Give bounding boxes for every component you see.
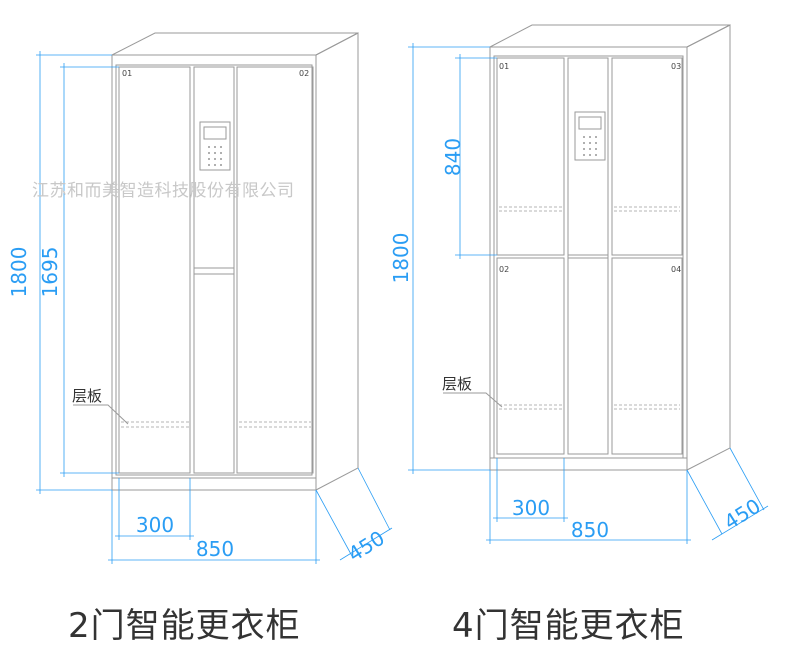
dimension-lines — [36, 51, 393, 564]
locker-door — [236, 66, 314, 474]
locker-door — [496, 257, 565, 455]
locker-door — [611, 57, 683, 256]
door-number: 01 — [122, 69, 132, 78]
caption-2door: 2门智能更衣柜 — [68, 606, 301, 646]
door-number: 04 — [671, 265, 681, 274]
cabinet-side-face — [686, 24, 731, 471]
dim-door-height: 840 — [441, 138, 465, 176]
locker-door — [496, 57, 565, 256]
keypad-panel — [199, 121, 231, 171]
door-number: 01 — [499, 62, 509, 71]
dim-total-height: 1800 — [389, 233, 413, 284]
cabinet-top-face — [111, 32, 359, 56]
door-number: 02 — [299, 69, 309, 78]
locker-door — [611, 257, 683, 455]
cabinet-4door-drawing: 01 03 02 04 层板 — [389, 24, 769, 544]
cabinet-2door-drawing: 01 02 层板 1800 1695 300 — [7, 32, 393, 567]
cabinet-front-face — [111, 54, 317, 491]
cabinet-side-face — [315, 32, 359, 491]
watermark-text: 江苏和而美智造科技股份有限公司 — [32, 181, 295, 201]
center-column — [193, 66, 235, 474]
locker-door — [118, 66, 191, 474]
caption-4door: 4门智能更衣柜 — [452, 606, 685, 646]
dim-total-width: 850 — [571, 518, 609, 542]
cabinet-front-face — [489, 46, 688, 471]
door-number: 03 — [671, 62, 681, 71]
keypad-panel — [574, 111, 606, 161]
door-number: 02 — [499, 265, 509, 274]
dimension-lines — [408, 43, 769, 544]
shelf-label: 层板 — [442, 375, 472, 393]
dim-depth: 450 — [344, 526, 389, 567]
center-column — [567, 57, 609, 455]
dim-door-width: 300 — [136, 513, 174, 537]
dim-total-height: 1800 — [7, 247, 31, 298]
shelf-label: 层板 — [72, 387, 102, 405]
dim-door-width: 300 — [512, 496, 550, 520]
dim-door-height: 1695 — [38, 247, 62, 298]
dim-total-width: 850 — [196, 537, 234, 561]
